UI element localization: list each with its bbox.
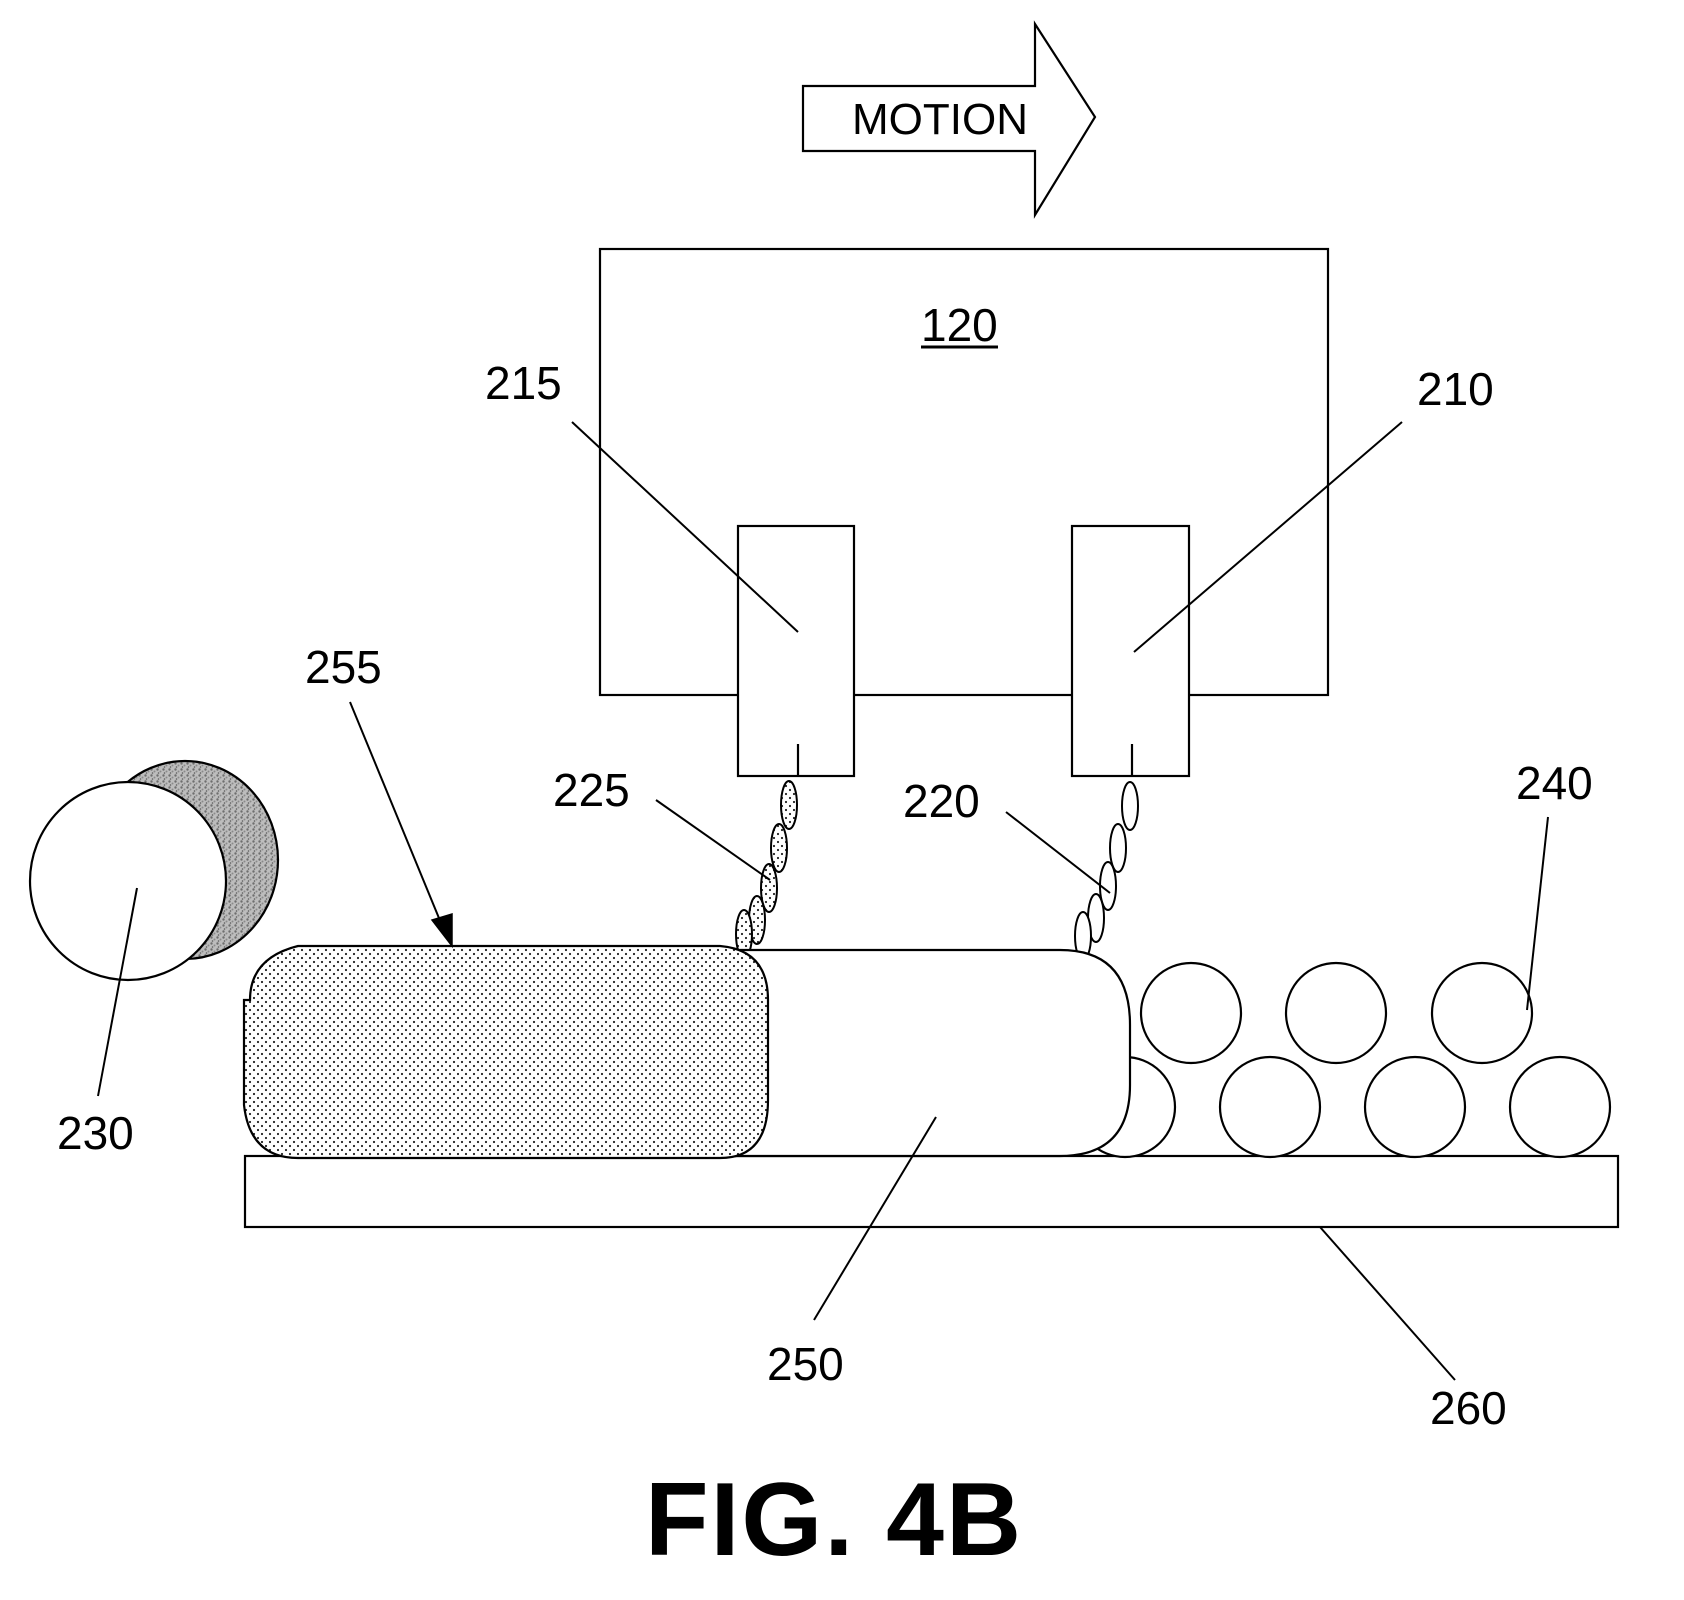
leader-220	[1006, 812, 1110, 893]
motion-label: MOTION	[852, 95, 1028, 144]
platform-260	[245, 1156, 1618, 1227]
leader-240	[1527, 817, 1548, 1010]
leader-260	[1320, 1227, 1455, 1380]
droplets-220	[1075, 782, 1138, 960]
print-head-210	[1072, 526, 1189, 776]
droplets-225	[736, 781, 797, 958]
leader-225	[656, 800, 770, 880]
label-255: 255	[305, 641, 382, 693]
label-225: 225	[553, 764, 630, 816]
roller-230	[30, 761, 278, 980]
label-210: 210	[1417, 363, 1494, 415]
region-255	[244, 946, 768, 1158]
leader-255-arrowhead	[432, 914, 452, 946]
label-220: 220	[903, 775, 980, 827]
label-120: 120	[921, 299, 998, 351]
leader-255	[350, 702, 448, 940]
figure-title: FIG. 4B	[645, 1462, 1023, 1578]
print-head-215	[738, 526, 854, 776]
label-240: 240	[1516, 757, 1593, 809]
label-250: 250	[767, 1338, 844, 1390]
label-230: 230	[57, 1107, 134, 1159]
label-260: 260	[1430, 1382, 1507, 1434]
motion-arrow: MOTION	[803, 24, 1095, 215]
label-215: 215	[485, 357, 562, 409]
housing-120: 120	[600, 249, 1328, 695]
